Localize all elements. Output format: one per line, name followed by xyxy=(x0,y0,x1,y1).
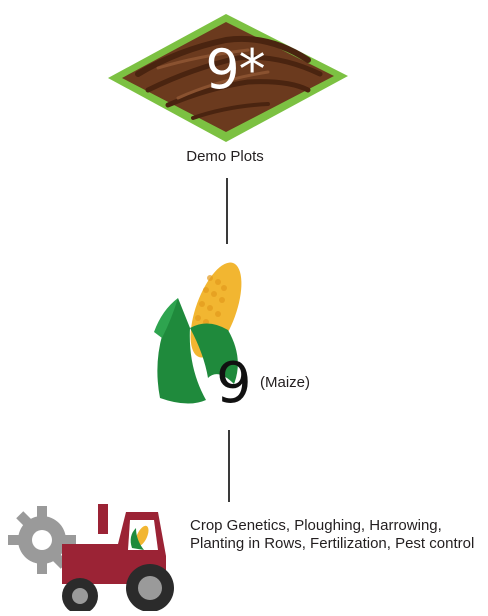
maize-note: (Maize) xyxy=(260,374,310,391)
tractor-icon xyxy=(8,500,184,611)
connector-line-top xyxy=(226,178,228,244)
farming-practices-text: Crop Genetics, Ploughing, Harrowing, Pla… xyxy=(190,517,488,553)
connector-line-bottom xyxy=(228,430,230,502)
maize-count: 9 xyxy=(216,356,252,412)
demo-plot-label: Demo Plots xyxy=(150,148,300,165)
demo-plot-count: 9* xyxy=(190,40,280,100)
